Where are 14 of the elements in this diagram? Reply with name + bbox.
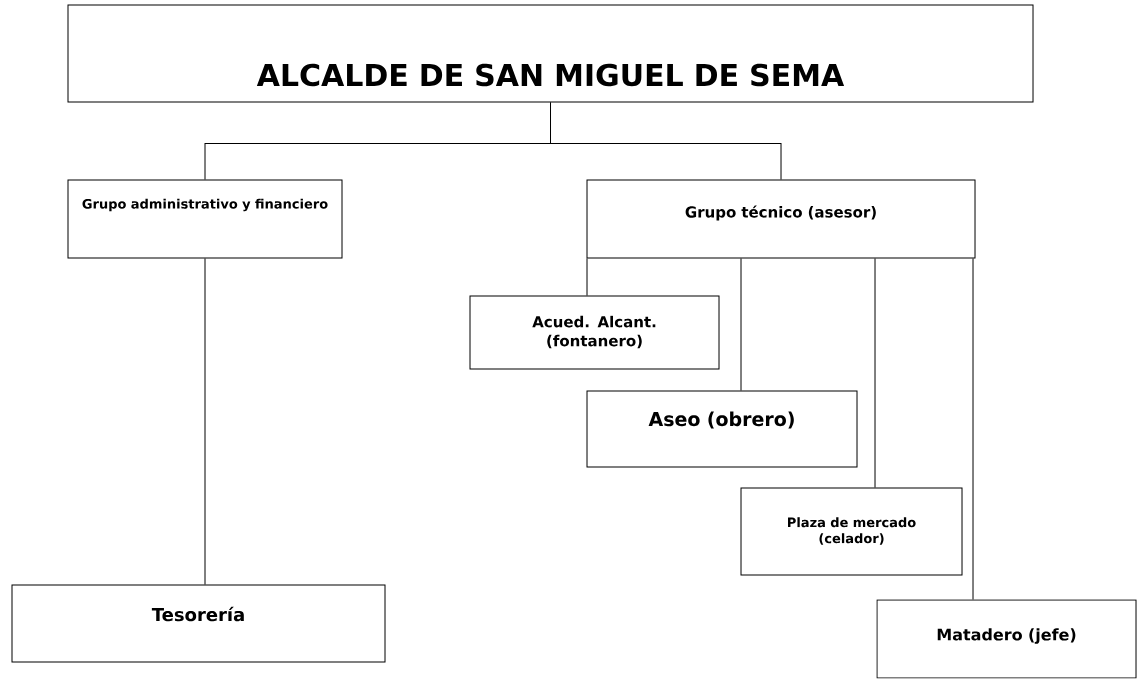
unit-box: Acued. Alcant. (fontanero) (469, 295, 720, 370)
group-box: Grupo administrativo y financiero (67, 179, 343, 259)
connector-line (740, 258, 742, 391)
unit-box: Tesorería (11, 584, 386, 663)
connector-line (874, 258, 876, 488)
connector-line (586, 258, 588, 296)
connector-line (550, 102, 782, 180)
group-box: Grupo técnico (asesor) (586, 179, 976, 259)
unit-box: Plaza de mercado (celador) (740, 487, 963, 576)
connector-line (204, 258, 206, 585)
unit-box: Aseo (obrero) (586, 390, 858, 468)
unit-box: Matadero (jefe) (876, 599, 1137, 679)
connector-line (972, 258, 974, 600)
title-box: ALCALDE DE SAN MIGUEL DE SEMA (67, 4, 1034, 103)
